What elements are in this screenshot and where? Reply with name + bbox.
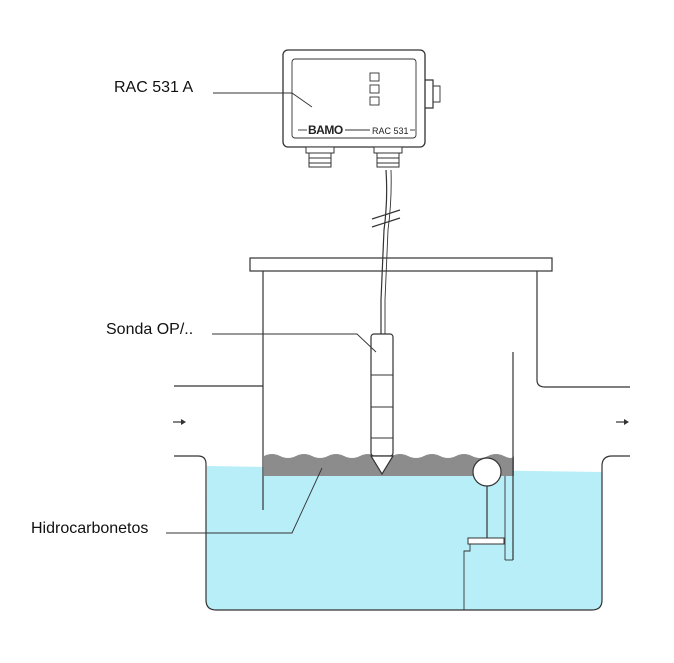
leader-lines	[166, 92, 377, 534]
float-outlet-pipe	[463, 544, 471, 610]
outlet-pipe-top	[536, 270, 630, 388]
separator-tank	[249, 257, 553, 561]
float-ball	[472, 457, 502, 487]
controller-box: BAMO RAC 531	[282, 49, 441, 168]
probe-tip	[369, 455, 395, 476]
hydrocarbon-layer	[264, 454, 514, 476]
leader-controller	[213, 92, 313, 108]
basin	[174, 455, 630, 611]
water-body	[206, 466, 602, 610]
tank-lid	[249, 257, 553, 272]
leader-hydrocarbons	[166, 467, 323, 534]
pipes	[174, 270, 630, 388]
probe-cable	[380, 169, 388, 334]
arrow-right-icon	[173, 419, 186, 425]
leader-probe	[212, 333, 377, 353]
float-switch	[463, 457, 505, 610]
controller-housing	[282, 49, 426, 148]
arrow-right-icon	[616, 419, 629, 425]
probe-label: Sonda OP/..	[106, 321, 194, 338]
side-connector	[425, 79, 434, 109]
indicator-led-2	[369, 84, 380, 94]
probe-cable-2	[384, 169, 392, 334]
cable-gland-left	[305, 146, 335, 168]
probe-assembly	[369, 169, 401, 476]
hydrocarbons-label: Hidrocarbonetos	[31, 520, 149, 537]
float-base	[467, 537, 505, 545]
controller-face	[291, 58, 417, 139]
indicator-led-1	[369, 72, 380, 82]
cable-gland-right	[373, 146, 403, 168]
basin-outline	[174, 455, 630, 611]
model-label: RAC 531	[372, 126, 409, 136]
controller-label: RAC 531 A	[114, 79, 194, 96]
cable-break-icon	[371, 209, 401, 228]
indicator-led-3	[369, 96, 380, 106]
brand-logo: BAMO	[308, 123, 343, 137]
